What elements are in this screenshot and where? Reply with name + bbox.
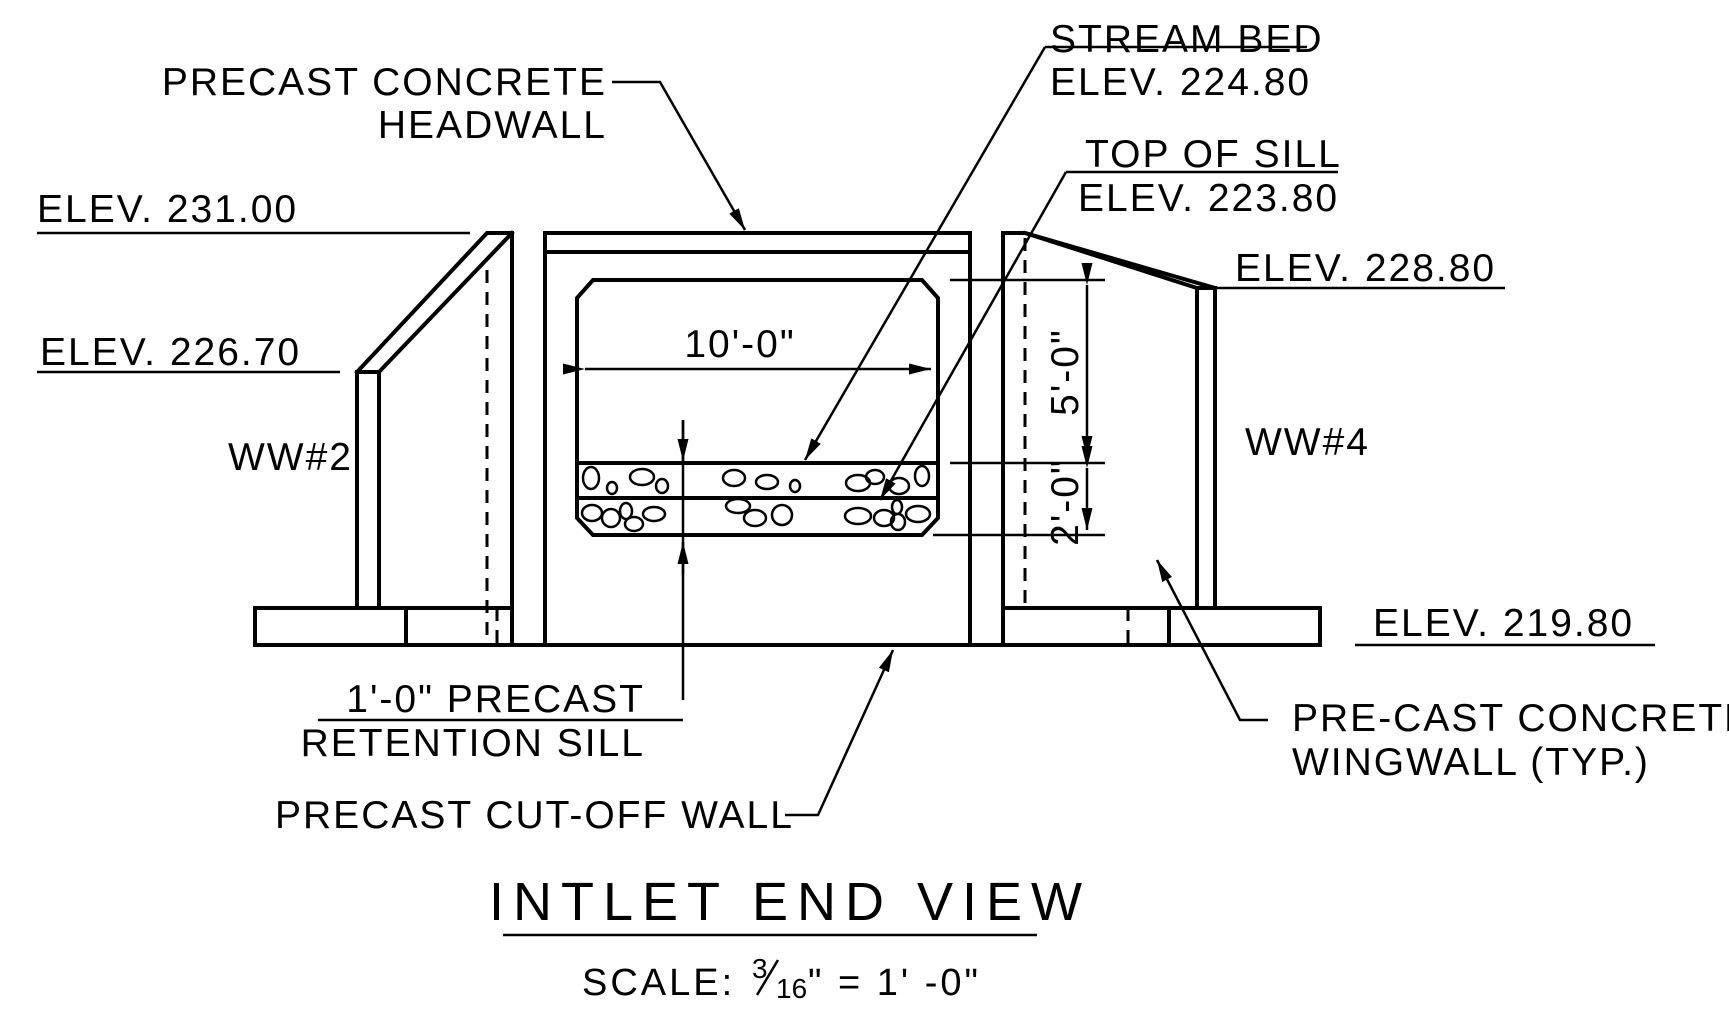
elev-231-label: ELEV. 231.00: [37, 188, 298, 231]
scale-prefix: SCALE:: [582, 962, 735, 1004]
wingwall-label-line2: WINGWALL (TYP.): [1292, 741, 1650, 784]
rise-and-fill-dimension: [933, 263, 1105, 537]
elevation-lines: [37, 231, 1655, 647]
ww2-label: WW#2: [228, 436, 353, 479]
left-wingwall-ww2: [354, 230, 515, 645]
elev-226-label: ELEV. 226.70: [40, 331, 301, 374]
headwall-label-line2: HEADWALL: [378, 104, 607, 147]
headwall-label-line1: PRECAST CONCRETE: [162, 61, 607, 104]
retention-sill-label-line1: 1'-0" PRECAST: [346, 678, 645, 721]
scale-fraction-numerator: 3: [752, 953, 768, 984]
scale-fraction-slash: [755, 959, 780, 996]
cutoff-wall-label: PRECAST CUT-OFF WALL: [275, 794, 794, 837]
leader-lines: [318, 45, 1338, 817]
stream-bed-label-line2: ELEV. 224.80: [1050, 61, 1311, 104]
sill-label-line2: ELEV. 223.80: [1078, 177, 1339, 220]
headwall: [510, 231, 1005, 647]
wingwall-label-line1: PRE-CAST CONCRETE: [1292, 697, 1729, 740]
ww4-label: WW#4: [1245, 421, 1370, 464]
elev-228-label: ELEV. 228.80: [1235, 247, 1496, 290]
culvert-opening: [575, 278, 940, 537]
span-dimension-label: 10'-0": [684, 323, 795, 366]
stream-bed-label-line1: STREAM BED: [1050, 18, 1324, 61]
footing: [253, 606, 1322, 647]
elev-219-label: ELEV. 219.80: [1373, 602, 1634, 645]
retention-sill-label-line2: RETENTION SILL: [301, 722, 645, 765]
stream-bed-rocks: [580, 464, 932, 533]
right-wingwall-ww4: [1001, 230, 1218, 610]
sill-label-line1: TOP OF SILL: [1085, 133, 1342, 176]
scale-note: SCALE: 3 16 " = 1' -0": [582, 953, 981, 1004]
fill-dimension-label: 2'-0": [1044, 458, 1087, 546]
rise-dimension-label: 5'-0": [1044, 328, 1087, 416]
scale-suffix: " = 1' -0": [808, 962, 981, 1004]
scale-fraction-denominator: 16: [776, 973, 807, 1004]
view-title: INTLET END VIEW: [489, 872, 1091, 932]
